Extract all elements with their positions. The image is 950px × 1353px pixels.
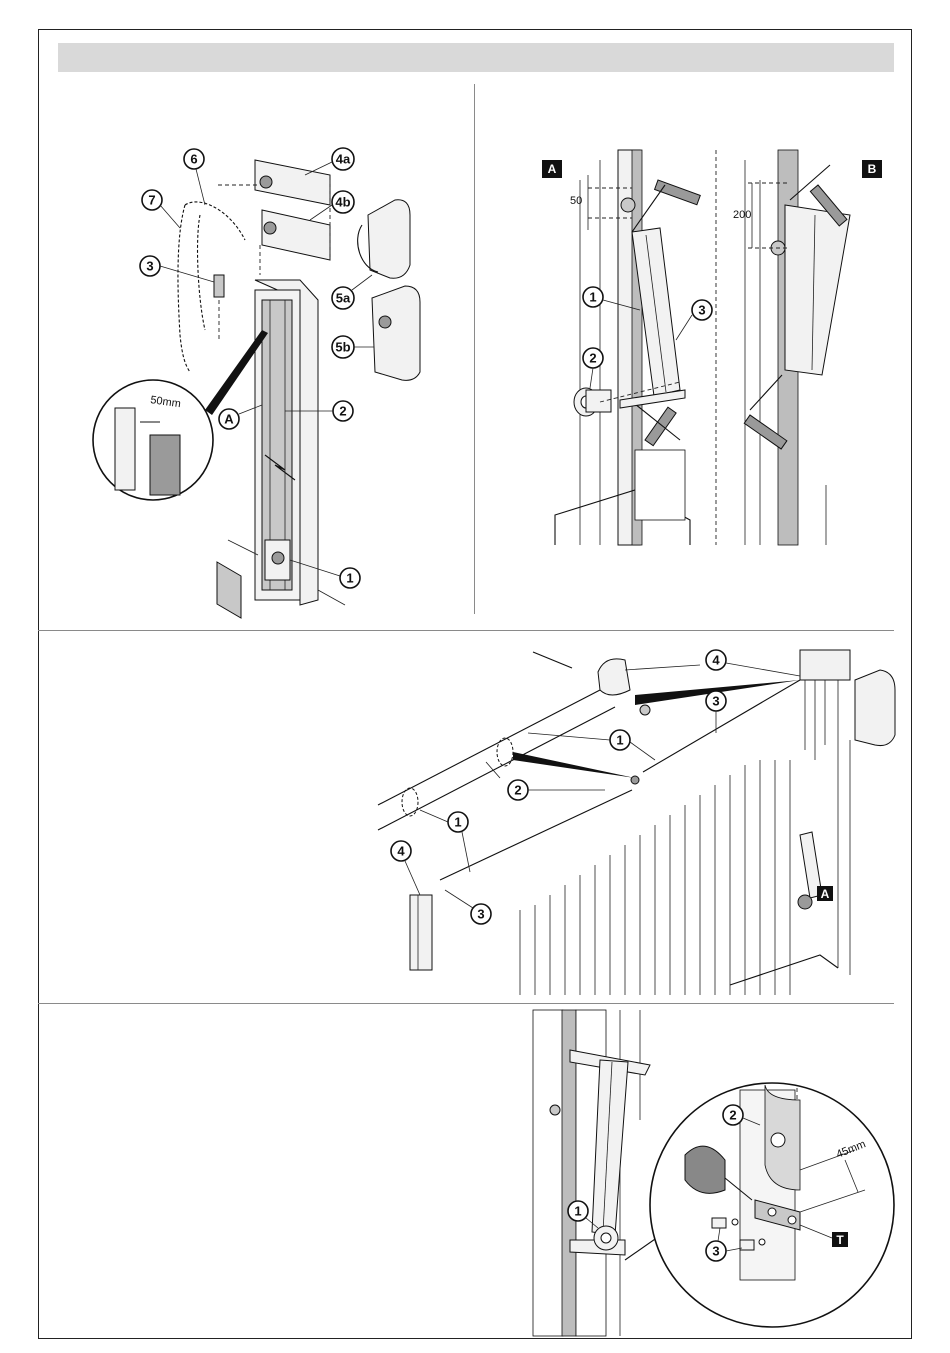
callout-2: 2 — [333, 401, 353, 421]
callout-1: 1 — [568, 1201, 588, 1221]
callout-4b: 4b — [332, 191, 354, 213]
label-T-box: T — [832, 1232, 848, 1247]
svg-text:4a: 4a — [336, 152, 351, 167]
callout-5a: 5a — [332, 287, 354, 309]
figure-4-arm-fixing: 45mm 1 2 3 T — [533, 1010, 894, 1336]
callout-6: 6 — [184, 149, 204, 169]
dimension-50: 50 — [570, 195, 582, 207]
callout-2: 2 — [508, 780, 528, 800]
svg-text:5b: 5b — [335, 340, 350, 355]
svg-text:3: 3 — [477, 907, 484, 922]
figure-1-column-kit: 6 7 4a 4b 3 5a 5b A 2 1 50mm — [93, 148, 420, 618]
callout-3: 3 — [706, 1241, 726, 1261]
callout-4-top: 4 — [706, 650, 726, 670]
callout-A: A — [219, 409, 239, 429]
svg-text:3: 3 — [146, 259, 153, 274]
callout-7: 7 — [142, 190, 162, 210]
svg-text:4b: 4b — [335, 195, 350, 210]
svg-text:3: 3 — [712, 694, 719, 709]
svg-text:1: 1 — [574, 1204, 581, 1219]
callout-3-left: 3 — [471, 904, 491, 924]
label-A-box: A — [542, 160, 562, 178]
svg-text:2: 2 — [729, 1108, 736, 1123]
callout-1-upper: 1 — [610, 730, 630, 750]
callout-4a: 4a — [332, 148, 354, 170]
svg-text:2: 2 — [589, 351, 596, 366]
svg-text:1: 1 — [454, 815, 461, 830]
callout-1: 1 — [583, 287, 603, 307]
svg-text:T: T — [836, 1233, 844, 1247]
svg-text:A: A — [548, 162, 557, 176]
callout-3: 3 — [140, 256, 160, 276]
svg-text:5a: 5a — [336, 291, 351, 306]
svg-text:3: 3 — [712, 1244, 719, 1259]
figure-2-arm-positions: A B 50 200 1 2 3 — [542, 150, 882, 545]
svg-text:4: 4 — [397, 844, 405, 859]
callout-1: 1 — [340, 568, 360, 588]
callout-1-lower: 1 — [448, 812, 468, 832]
svg-text:2: 2 — [339, 404, 346, 419]
figure-3-torsion-bar: 4 3 1 2 1 4 3 A — [378, 650, 895, 995]
label-A-box: A — [817, 886, 833, 901]
svg-text:1: 1 — [616, 733, 623, 748]
svg-text:7: 7 — [148, 193, 155, 208]
callout-2: 2 — [723, 1105, 743, 1125]
svg-text:B: B — [868, 162, 877, 176]
callout-4-left: 4 — [391, 841, 411, 861]
callout-3-top: 3 — [706, 691, 726, 711]
svg-text:2: 2 — [514, 783, 521, 798]
callout-5b: 5b — [332, 336, 354, 358]
svg-text:A: A — [821, 887, 830, 901]
callout-2: 2 — [583, 348, 603, 368]
svg-text:1: 1 — [346, 571, 353, 586]
svg-text:A: A — [224, 412, 234, 427]
dimension-200: 200 — [733, 209, 751, 221]
callout-3: 3 — [692, 300, 712, 320]
svg-text:1: 1 — [589, 290, 596, 305]
svg-text:3: 3 — [698, 303, 705, 318]
label-B-box: B — [862, 160, 882, 178]
svg-text:6: 6 — [190, 152, 197, 167]
svg-text:4: 4 — [712, 653, 720, 668]
